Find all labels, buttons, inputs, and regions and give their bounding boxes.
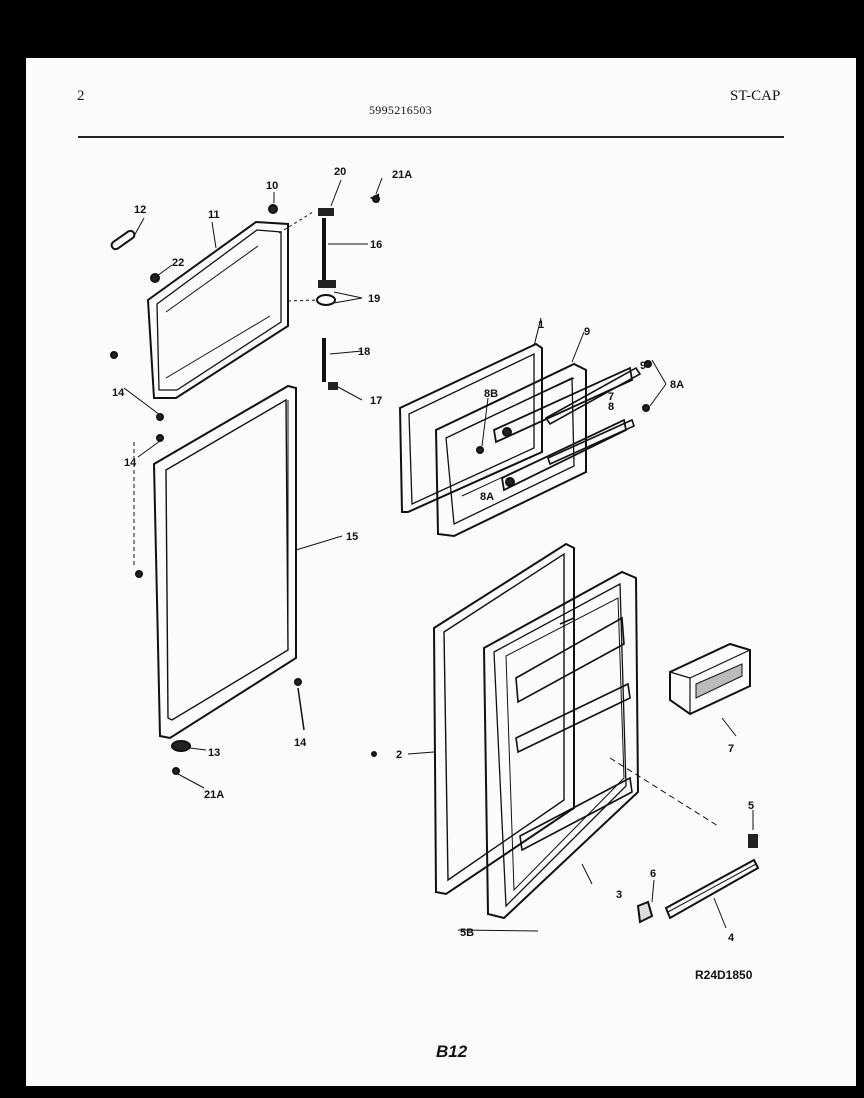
callout-7-shelf: 7 xyxy=(608,391,614,403)
rail-end-cap-left xyxy=(636,900,654,924)
diagram-reference-code: R24D1850 xyxy=(695,968,753,982)
callout-3: 3 xyxy=(616,889,622,901)
leader-lines xyxy=(123,177,754,932)
callout-6: 6 xyxy=(650,868,656,880)
freezer-door-liner xyxy=(434,362,634,538)
callout-8-shelf: 8 xyxy=(608,401,614,413)
door-shelf-bar-lower xyxy=(547,418,635,466)
callout-13: 13 xyxy=(208,747,220,759)
callout-9: 9 xyxy=(584,326,590,338)
parts-page: 2 5995216503 ST-CAP xyxy=(26,58,856,1086)
page-number: 2 xyxy=(77,88,85,104)
header-rule xyxy=(78,136,784,138)
fresh-food-door-gasket xyxy=(432,542,575,896)
callout-17: 17 xyxy=(370,395,382,407)
callout-21a-bottom: 21A xyxy=(204,789,224,801)
freezer-door-panel xyxy=(146,220,289,399)
shelf-rail xyxy=(664,858,760,920)
rail-end-cap-right xyxy=(748,834,758,848)
document-number: 5995216503 xyxy=(369,103,432,117)
fresh-food-door-liner xyxy=(482,570,640,920)
callout-19: 19 xyxy=(368,293,380,305)
exploded-parts-diagram: 12 11 10 22 20 21A 16 19 18 17 14 14 15 … xyxy=(110,166,760,944)
callout-9-b: 9 xyxy=(640,360,646,372)
callout-16: 16 xyxy=(370,239,382,251)
callout-5b: 5B xyxy=(460,927,474,939)
callout-10: 10 xyxy=(266,180,278,192)
callout-1: 1 xyxy=(538,319,544,331)
callout-5: 5 xyxy=(748,800,754,812)
callout-7: 7 xyxy=(728,743,734,755)
dairy-compartment-door xyxy=(669,642,751,716)
callout-22: 22 xyxy=(172,257,184,269)
hinge-assembly xyxy=(278,193,379,390)
fasteners xyxy=(110,195,380,775)
page-tag: B12 xyxy=(436,1042,468,1061)
callout-11: 11 xyxy=(208,209,220,221)
callout-8a-b: 8A xyxy=(480,491,494,503)
callout-14-c: 14 xyxy=(294,737,307,749)
handle-part xyxy=(110,229,136,251)
callout-18: 18 xyxy=(358,346,370,358)
freezer-door-gasket xyxy=(152,384,297,740)
callout-21a-top: 21A xyxy=(392,169,412,181)
callout-14-b: 14 xyxy=(124,457,137,469)
freezer-inner-gasket xyxy=(398,342,543,513)
model-code: ST-CAP xyxy=(730,88,781,104)
callout-15: 15 xyxy=(346,531,358,543)
callout-2: 2 xyxy=(396,749,402,761)
door-shelf-bar xyxy=(544,366,642,426)
callout-12: 12 xyxy=(134,204,146,216)
callout-20: 20 xyxy=(334,166,346,178)
callout-8a: 8A xyxy=(670,379,684,391)
callout-14-a: 14 xyxy=(112,387,125,399)
callout-8b: 8B xyxy=(484,388,498,400)
callout-4: 4 xyxy=(728,932,735,944)
